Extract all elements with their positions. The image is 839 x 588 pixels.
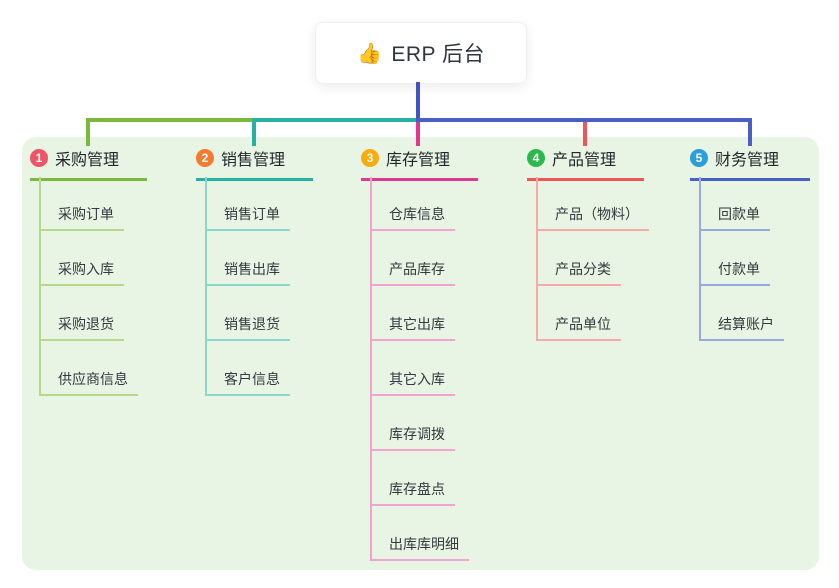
- child-node-4-2[interactable]: 产品分类: [536, 261, 621, 286]
- branch-node-4[interactable]: 4 产品管理: [527, 146, 644, 181]
- branch-3-number-badge: 3: [361, 149, 379, 167]
- connector-drop-branch-5: [748, 118, 752, 146]
- connector-drop-branch-3: [416, 118, 420, 146]
- branch-1-label: 采购管理: [55, 152, 120, 169]
- child-node-3-1[interactable]: 仓库信息: [370, 206, 455, 231]
- child-node-2-4[interactable]: 客户信息: [205, 371, 290, 396]
- child-node-5-1[interactable]: 回款单: [699, 206, 770, 231]
- child-node-1-3[interactable]: 采购退货: [39, 316, 124, 341]
- child-node-3-2[interactable]: 产品库存: [370, 261, 455, 286]
- branch-1-trunk-line: [39, 177, 41, 396]
- branch-node-1[interactable]: 1 采购管理: [30, 146, 147, 181]
- connector-drop-branch-2: [252, 118, 256, 146]
- branch-4-number-badge: 4: [527, 149, 545, 167]
- child-node-1-4[interactable]: 供应商信息: [39, 371, 138, 396]
- connector-hbar-right-blue: [416, 118, 752, 122]
- branch-2-label: 销售管理: [221, 152, 286, 169]
- connector-root-drop: [416, 82, 420, 118]
- branch-1-number-badge: 1: [30, 149, 48, 167]
- child-node-2-3[interactable]: 销售退货: [205, 316, 290, 341]
- child-node-1-1[interactable]: 采购订单: [39, 206, 124, 231]
- child-node-3-6[interactable]: 库存盘点: [370, 481, 455, 506]
- child-node-3-5[interactable]: 库存调拨: [370, 426, 455, 451]
- branch-node-3[interactable]: 3 库存管理: [361, 146, 478, 181]
- child-node-3-7[interactable]: 出库库明细: [370, 536, 469, 561]
- branch-4-trunk-line: [536, 177, 538, 341]
- child-node-5-2[interactable]: 付款单: [699, 261, 770, 286]
- branches-panel: [22, 137, 819, 570]
- connector-drop-branch-1: [86, 118, 90, 146]
- child-node-1-2[interactable]: 采购入库: [39, 261, 124, 286]
- branch-5-label: 财务管理: [715, 152, 780, 169]
- child-node-3-3[interactable]: 其它出库: [370, 316, 455, 341]
- child-node-2-2[interactable]: 销售出库: [205, 261, 290, 286]
- thumbs-up-icon: 👍: [356, 42, 383, 65]
- branch-node-5[interactable]: 5 财务管理: [690, 146, 810, 181]
- child-node-3-4[interactable]: 其它入库: [370, 371, 455, 396]
- branch-5-number-badge: 5: [690, 149, 708, 167]
- branch-node-2[interactable]: 2 销售管理: [196, 146, 313, 181]
- branch-4-label: 产品管理: [552, 152, 617, 169]
- child-node-5-3[interactable]: 结算账户: [699, 316, 784, 341]
- branch-5-trunk-line: [699, 177, 701, 341]
- branch-3-trunk-line: [370, 177, 372, 561]
- child-node-4-3[interactable]: 产品单位: [536, 316, 621, 341]
- root-node-erp[interactable]: 👍 ERP 后台: [315, 22, 527, 84]
- branch-2-number-badge: 2: [196, 149, 214, 167]
- root-node-label: ERP 后台: [391, 43, 486, 66]
- connector-drop-branch-4: [583, 118, 587, 146]
- connector-hbar-left-green: [86, 118, 256, 122]
- branch-2-trunk-line: [205, 177, 207, 396]
- connector-hbar-mid-teal: [252, 118, 420, 122]
- child-node-4-1[interactable]: 产品（物料）: [536, 206, 649, 231]
- child-node-2-1[interactable]: 销售订单: [205, 206, 290, 231]
- branch-3-label: 库存管理: [386, 152, 451, 169]
